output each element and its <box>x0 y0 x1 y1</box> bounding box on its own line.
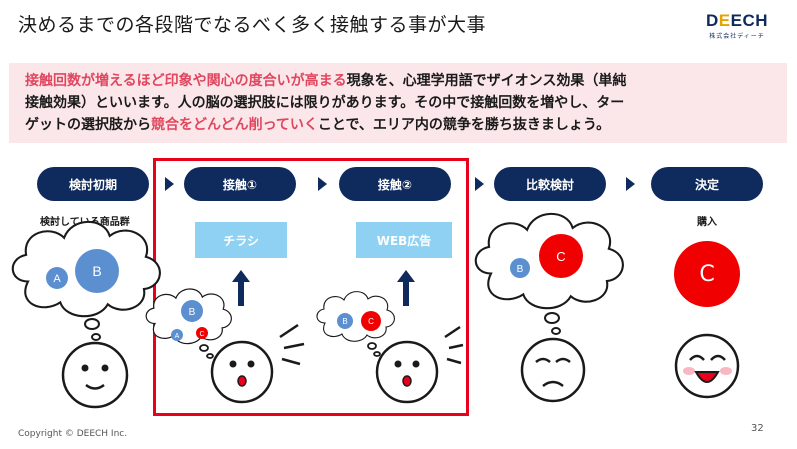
banner-line-2: 接触効果）といいます。人の脳の選択肢には限りがあります。その中で接触回数を増やし… <box>25 95 625 111</box>
surprised-face-icon <box>210 323 305 404</box>
stage-comparison: 比較検討 <box>494 167 606 201</box>
svg-text:A: A <box>53 273 61 285</box>
contact-phase-frame <box>153 158 469 416</box>
svg-text:C: C <box>368 317 374 326</box>
banner-line-1: 接触回数が増えるほど印象や関心の度合いが高まる現象を、心理学用語でザイオンス効果… <box>25 73 627 89</box>
bubble-a <box>46 267 68 289</box>
up-arrow-icon <box>397 270 415 306</box>
chosen-product-c: C <box>674 241 740 307</box>
company-logo: DEECH 株式会社ディーチ <box>702 11 772 41</box>
web-ad-box: WEB広告 <box>356 222 452 258</box>
bubble-b <box>75 249 119 293</box>
svg-text:C: C <box>556 249 565 264</box>
explanation-banner: 接触回数が増えるほど印象や関心の度合いが高まる現象を、心理学用語でザイオンス効果… <box>9 63 787 143</box>
page-number: 32 <box>751 423 764 434</box>
worried-face-icon <box>520 337 586 403</box>
flow-arrow-icon <box>626 177 635 191</box>
neutral-face-icon <box>61 341 129 409</box>
svg-text:C: C <box>199 331 204 338</box>
logo-subtitle: 株式会社ディーチ <box>709 33 765 40</box>
logo-wordmark: DEECH <box>705 11 769 30</box>
flyer-box: チラシ <box>195 222 287 258</box>
stage-contact-1: 接触① <box>184 167 296 201</box>
svg-text:A: A <box>175 333 180 340</box>
svg-text:B: B <box>92 263 101 279</box>
happy-face-icon <box>674 333 740 399</box>
stage-initial: 検討初期 <box>37 167 149 201</box>
purchase-label: 購入 <box>697 217 717 228</box>
banner-line-3: ゲットの選択肢から競合をどんどん削っていくことで、エリア内の競争を勝ち抜きましょ… <box>25 117 611 133</box>
svg-text:B: B <box>342 317 347 326</box>
slide-title: 決めるまでの各段階でなるべく多く接触する事が大事 <box>18 14 487 36</box>
stage-decision: 決定 <box>651 167 763 201</box>
stage-contact-2: 接触② <box>339 167 451 201</box>
up-arrow-icon <box>232 270 250 306</box>
flow-arrow-icon <box>318 177 327 191</box>
copyright-text: Copyright © DEECH Inc. <box>18 429 128 439</box>
flow-arrow-icon <box>165 177 174 191</box>
svg-text:B: B <box>517 264 524 275</box>
svg-text:B: B <box>189 307 196 318</box>
surprised-face-icon <box>375 325 464 404</box>
flow-arrow-icon <box>475 177 484 191</box>
